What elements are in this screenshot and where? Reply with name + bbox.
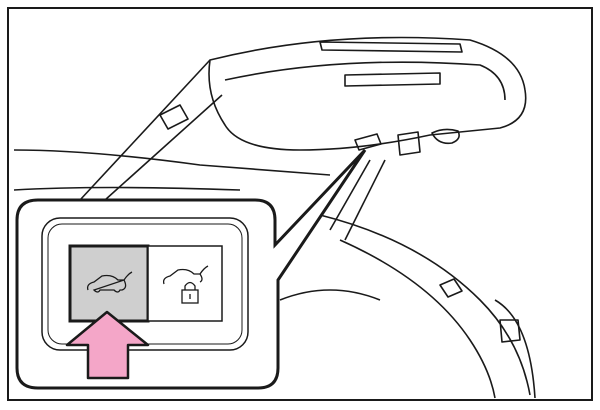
- switch-bezel: [41, 217, 249, 351]
- back-door-lock-button[interactable]: [147, 245, 223, 322]
- back-door-open-icon: [86, 271, 133, 293]
- back-door-open-button[interactable]: [68, 244, 150, 323]
- vehicle-rear-drawing: [13, 36, 536, 399]
- back-door-lock-icon: [162, 265, 209, 304]
- press-arrow-icon: [65, 310, 150, 380]
- switch-callout: [15, 148, 367, 390]
